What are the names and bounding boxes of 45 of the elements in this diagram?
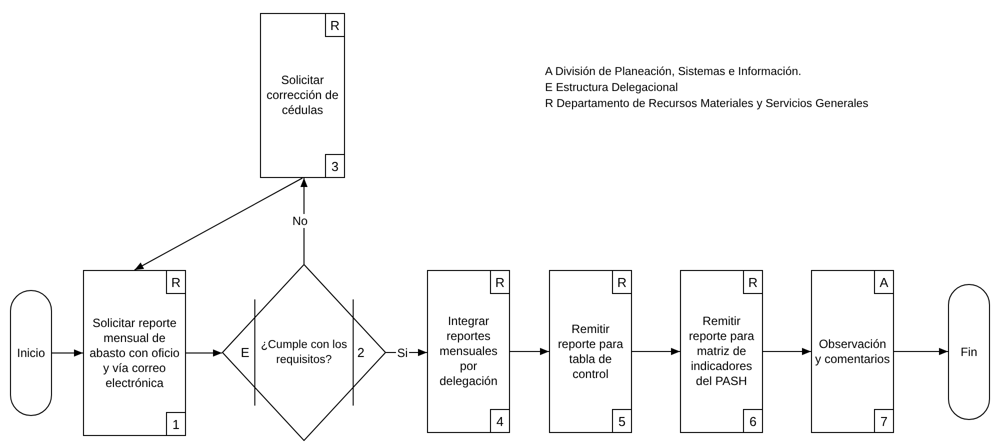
step-number: 1: [166, 412, 186, 436]
role-code: R: [325, 13, 345, 37]
process-box: [83, 270, 186, 436]
legend-note: E Estructura Delegacional: [545, 82, 678, 94]
arrow: [762, 348, 812, 356]
legend-note: R Departamento de Recursos Materiales y Servicios Generales: [545, 98, 868, 110]
edge-label: Si: [396, 346, 409, 360]
role-code: R: [166, 270, 186, 294]
terminal-label: Fin: [960, 345, 978, 359]
step-number: 7: [874, 409, 894, 433]
process-box: [549, 270, 632, 433]
arrow: [134, 178, 303, 270]
arrow: [186, 349, 222, 357]
arrow: [510, 348, 550, 356]
process-text: Remitir reporte para tabla de control: [556, 322, 624, 382]
step-number: 3: [325, 154, 345, 178]
step-number: 2: [357, 344, 364, 360]
role-code: R: [612, 270, 632, 294]
terminal-shape: [948, 284, 990, 420]
process-text: Integrar reportes mensuales por delegación: [438, 314, 499, 389]
arrow: [300, 178, 308, 264]
step-number: 4: [490, 409, 510, 433]
role-code: R: [490, 270, 510, 294]
decision-diamond: [222, 264, 386, 441]
role-code: R: [743, 270, 763, 294]
decision-text: ¿Cumple con los requisitos?: [260, 338, 348, 368]
process-box: [260, 13, 345, 178]
process-text: Solicitar corrección de cédulas: [265, 73, 340, 118]
process-box: [427, 270, 510, 433]
process-text: Remitir reporte para matriz de indicadores del PASH: [688, 314, 756, 389]
process-box: [811, 270, 894, 433]
terminal-shape: [10, 290, 52, 416]
process-box: [680, 270, 763, 433]
arrow: [894, 348, 948, 356]
legend-note: A División de Planeación, Sistemas e Información.: [545, 66, 802, 78]
terminal-label: Inicio: [16, 346, 45, 360]
arrow: [632, 348, 680, 356]
process-text: Solicitar reporte mensual de abasto con oficio y vía correo electrónica: [88, 316, 181, 390]
edge-label: No: [291, 214, 309, 228]
arrow: [52, 349, 84, 357]
step-number: 6: [743, 409, 763, 433]
process-text: Observación y comentarios: [815, 336, 890, 366]
role-code: A: [874, 270, 894, 294]
step-number: 5: [612, 409, 632, 433]
role-code: E: [240, 344, 250, 360]
